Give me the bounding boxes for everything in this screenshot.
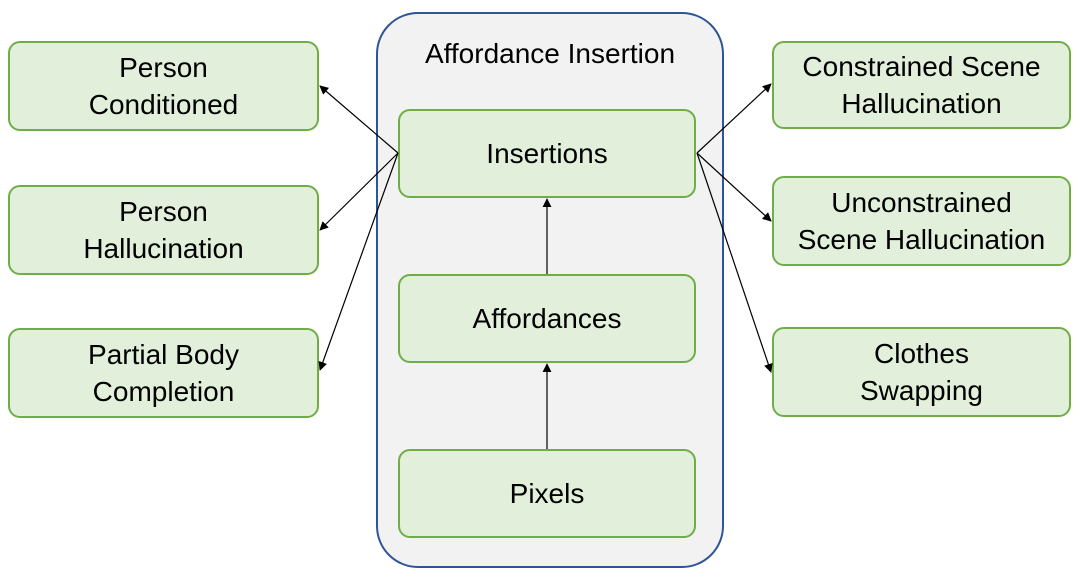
constrained-scene-hallucination-node: Constrained Scene Hallucination [772, 41, 1071, 129]
insertions-label: Insertions [486, 138, 608, 169]
affordances-label: Affordances [472, 303, 622, 334]
group-title: Affordance Insertion [424, 38, 676, 69]
partial-body-completion-node: Partial Body Completion [8, 328, 319, 418]
pixels-label: Pixels [509, 478, 585, 509]
pixels-node: Pixels [398, 449, 696, 538]
person-hallucination-node: Person Hallucination [8, 185, 319, 275]
person-conditioned-label: Person Conditioned [88, 52, 239, 120]
clothes-swapping-node: Clothes Swapping [772, 327, 1071, 417]
constrained-scene-hallucination-label: Constrained Scene Hallucination [802, 51, 1041, 119]
person-conditioned-node: Person Conditioned [8, 41, 319, 131]
clothes-swapping-label: Clothes Swapping [860, 338, 983, 406]
affordances-node: Affordances [398, 274, 696, 363]
insertions-node: Insertions [398, 109, 696, 198]
person-hallucination-label: Person Hallucination [83, 196, 244, 264]
unconstrained-scene-hallucination-node: Unconstrained Scene Hallucination [772, 176, 1071, 266]
unconstrained-scene-hallucination-label: Unconstrained Scene Hallucination [797, 187, 1046, 255]
partial-body-completion-label: Partial Body Completion [88, 339, 239, 407]
